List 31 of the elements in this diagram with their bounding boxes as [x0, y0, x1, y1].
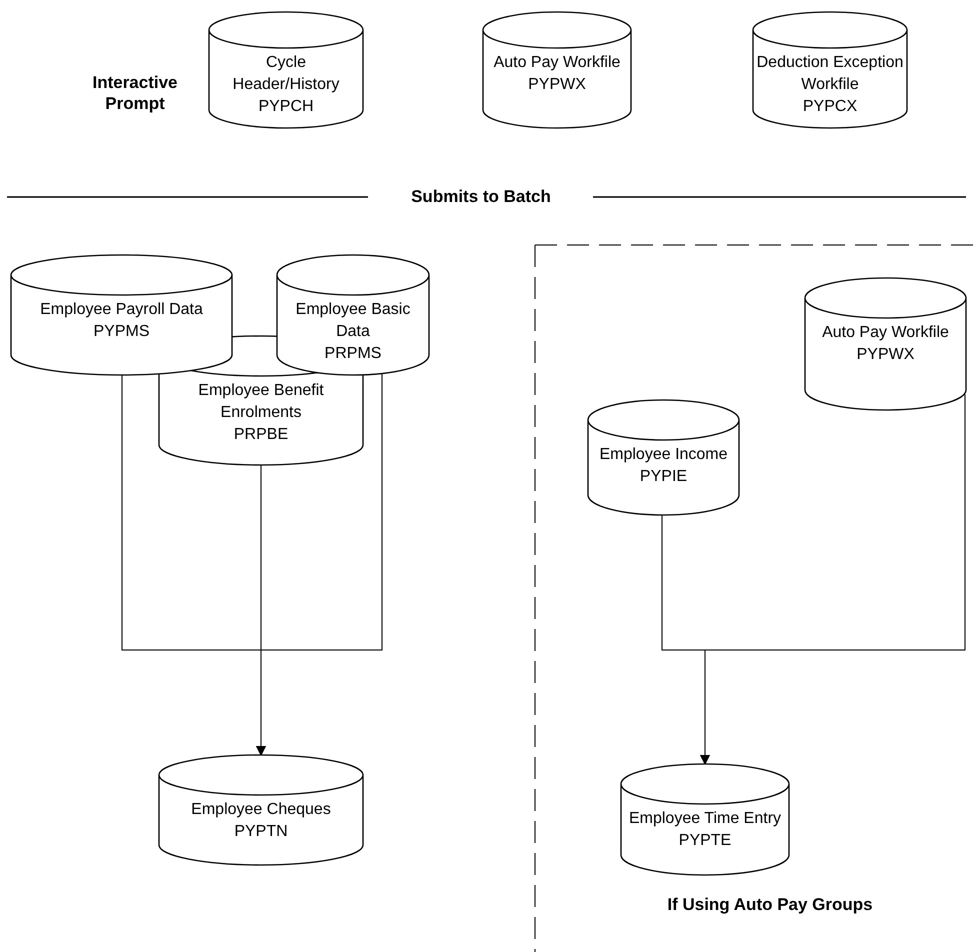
- cylinder-label: PYPMS: [92, 322, 150, 342]
- database-cylinder: [804, 278, 967, 410]
- cylinder-label: Employee Time Entry: [628, 809, 782, 829]
- cylinder-label: PYPWX: [527, 75, 587, 95]
- cylinder-label: Employee Income: [598, 445, 729, 465]
- cylinder-label: PRPBE: [232, 425, 290, 445]
- cylinder-label: PYPCX: [802, 97, 858, 117]
- database-cylinder: [208, 12, 364, 128]
- database-cylinder: [10, 255, 233, 375]
- database-cylinder: [276, 255, 430, 375]
- cylinder-label: Auto Pay Workfile: [492, 53, 622, 73]
- database-cylinder: [587, 400, 740, 515]
- cylinder-label: PRPMS: [324, 344, 382, 364]
- cylinder-label: Employee Benefit Enrolments: [197, 381, 325, 423]
- cylinder-label: Cycle Header/History: [232, 53, 340, 95]
- cylinder-label: Employee Basic Data: [294, 300, 412, 342]
- connector-arrow: [700, 394, 966, 765]
- database-cylinder: [482, 12, 632, 128]
- cylinder-label: PYPCH: [257, 97, 315, 117]
- cylinder-label: PYPIE: [638, 467, 688, 487]
- cylinder-label: PYPTE: [678, 831, 732, 851]
- database-cylinder: [158, 755, 364, 865]
- cylinder-label: PYPTN: [233, 822, 289, 842]
- cylinder-label: Deduction Exception Workfile: [756, 53, 904, 95]
- cylinder-label: Auto Pay Workfile: [821, 323, 950, 343]
- connector-arrow: [256, 464, 266, 756]
- cylinder-label: Employee Cheques: [190, 800, 332, 820]
- cylinder-label: PYPWX: [856, 345, 916, 365]
- cylinder-label: Employee Payroll Data: [39, 300, 204, 320]
- database-cylinder: [752, 12, 908, 128]
- database-cylinder: [620, 764, 790, 875]
